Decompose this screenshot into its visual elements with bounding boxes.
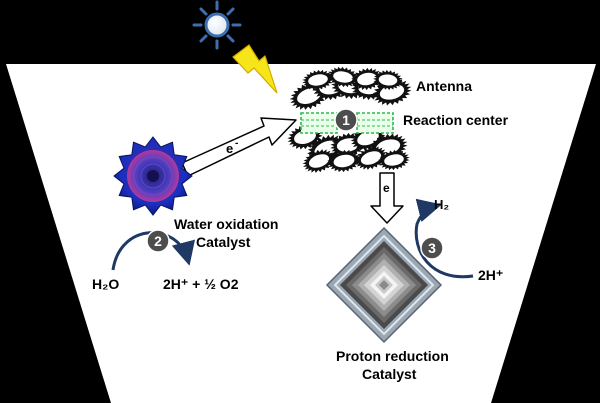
electron-charge: - [235, 138, 238, 149]
step-badge-1: 1 [334, 108, 358, 132]
svg-text:e: e [383, 181, 390, 195]
proton-reduction-label-line1: Proton reduction [336, 348, 449, 364]
antenna-label: Antenna [416, 78, 472, 94]
h2o-label: H₂O [92, 276, 119, 292]
antenna-pigment [351, 67, 383, 91]
electron-transfer-arrow: e - [181, 117, 297, 177]
water-oxidation-label-line1: Water oxidation [174, 216, 279, 232]
water-oxidation-curve-arrow [111, 231, 195, 271]
electron-label: e [226, 141, 233, 156]
electron-down-arrow: e [370, 172, 404, 224]
proton-reduction-curve-arrow [414, 198, 474, 279]
protons-label: 2H⁺ [478, 267, 503, 283]
svg-text:3: 3 [428, 240, 436, 256]
proton-reduction-label-line2: Catalyst [362, 366, 417, 382]
sun-icon [192, 0, 242, 50]
antenna-pigment [327, 149, 361, 173]
antenna-pigment [302, 149, 336, 173]
h2-label: H₂ [434, 197, 449, 212]
antenna-pigment [354, 146, 388, 170]
svg-text:1: 1 [342, 112, 350, 128]
water-products-label: 2H⁺ + ½ O2 [163, 276, 239, 292]
step-badge-3: 3 [420, 236, 444, 260]
reaction-center-pigments [300, 112, 394, 134]
antenna-pigment [373, 69, 403, 91]
water-oxidation-label-line2: Catalyst [196, 234, 251, 250]
reaction-center-label: Reaction center [403, 112, 509, 128]
antenna-pigment [327, 66, 359, 88]
lightning-icon [232, 44, 278, 94]
antenna-pigment [378, 149, 410, 171]
step-badge-2: 2 [146, 229, 170, 253]
antenna-cluster [287, 66, 412, 173]
antenna-pigment [302, 69, 334, 91]
svg-text:2: 2 [154, 233, 162, 249]
proton-reduction-catalyst-icon [325, 226, 443, 344]
water-oxidation-catalyst-icon [113, 136, 193, 216]
